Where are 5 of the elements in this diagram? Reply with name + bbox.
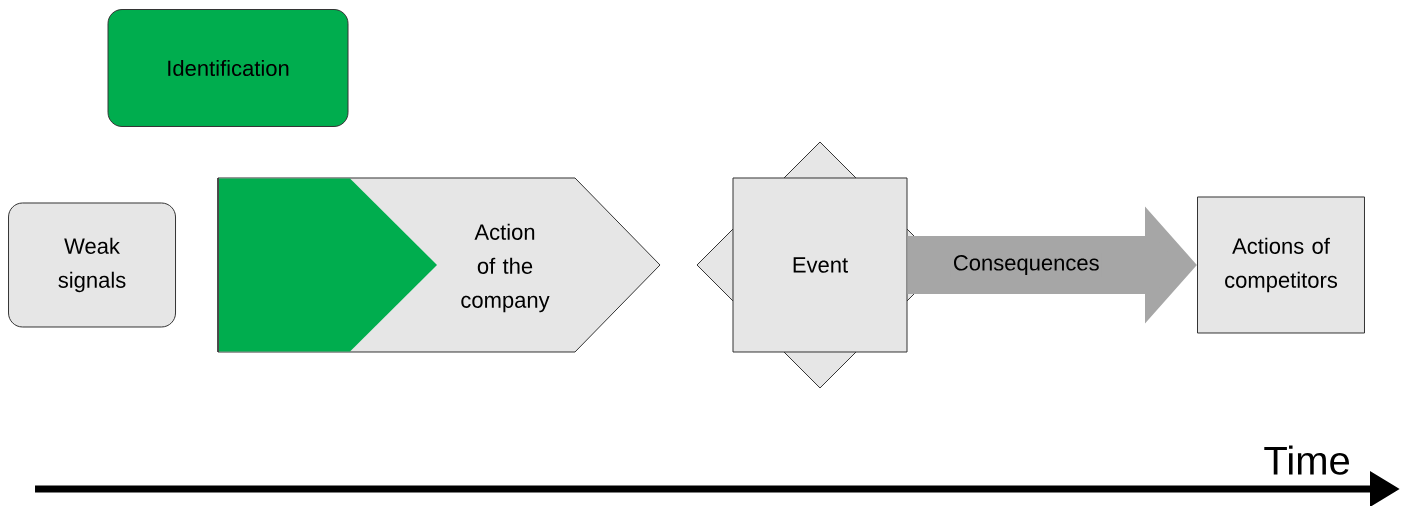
process-box: Weak signals <box>8 202 176 328</box>
edge-label: Consequences <box>950 253 1102 277</box>
axis-label: Time <box>1264 445 1349 475</box>
process-box: Identification <box>107 9 349 127</box>
process-box: Actions of competitors <box>1197 196 1365 334</box>
